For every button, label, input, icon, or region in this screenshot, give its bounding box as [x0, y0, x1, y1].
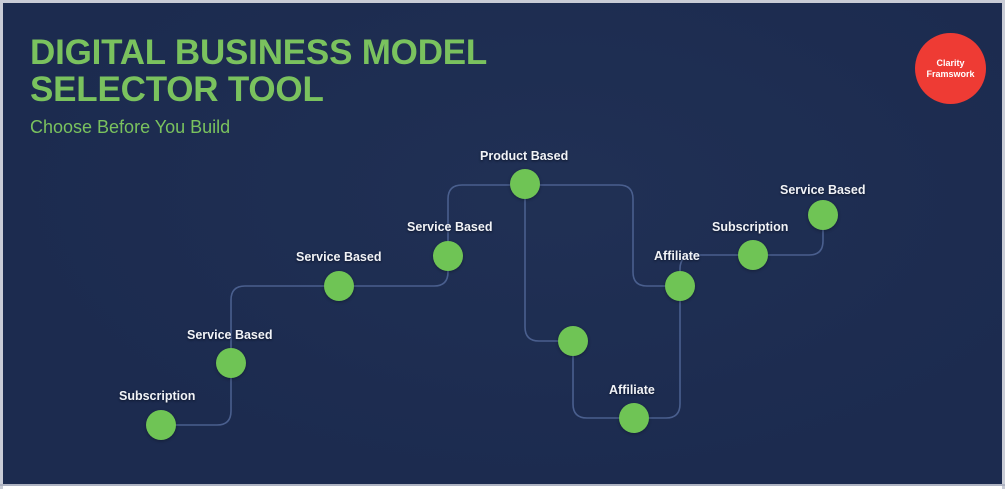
diagram-node-n8[interactable]: [665, 271, 695, 301]
page-title-line-2: SELECTOR TOOL: [30, 70, 324, 109]
badge-line-2: Framswork: [926, 68, 975, 79]
connector-n1-n2: [160, 362, 232, 426]
header-block: DIGITAL BUSINESS MODEL SELECTOR TOOL Cho…: [30, 34, 487, 137]
badge-line-1: Clarity: [936, 57, 965, 68]
connector-n5-n8: [524, 184, 681, 287]
diagram-node-n6[interactable]: [558, 326, 588, 356]
clarity-framework-badge: Clarity Framswork: [915, 33, 986, 104]
frame-edge-top: [0, 0, 1005, 3]
diagram-node-n7[interactable]: [619, 403, 649, 433]
connector-links: [160, 184, 824, 426]
node-label-n8: Affiliate: [654, 249, 700, 263]
diagram-node-n5[interactable]: [510, 169, 540, 199]
connector-n9-n10: [752, 214, 824, 256]
connector-n4-n5: [447, 184, 526, 257]
frame-edge-left: [0, 0, 3, 489]
diagram-node-n9[interactable]: [738, 240, 768, 270]
diagram-node-n4[interactable]: [433, 241, 463, 271]
frame-edge-bottom: [0, 484, 1005, 486]
connector-n5-n6: [524, 198, 574, 342]
slide-canvas: DIGITAL BUSINESS MODEL SELECTOR TOOL Cho…: [3, 3, 1002, 484]
page-subtitle: Choose Before You Build: [30, 117, 231, 137]
diagram-node-n2[interactable]: [216, 348, 246, 378]
connector-n3-n4: [338, 255, 449, 287]
page-title-line-1: DIGITAL BUSINESS MODEL: [30, 33, 488, 72]
diagram-node-n10[interactable]: [808, 200, 838, 230]
node-label-n2: Service Based: [187, 328, 273, 342]
diagram-node-n3[interactable]: [324, 271, 354, 301]
frame-edge-right: [1002, 0, 1005, 489]
node-label-n10: Service Based: [780, 183, 866, 197]
node-label-n9: Subscription: [712, 220, 789, 234]
connector-n6-n7: [572, 355, 635, 419]
node-label-n5: Product Based: [480, 149, 569, 163]
diagram-node-n1[interactable]: [146, 410, 176, 440]
connector-n2-n3: [230, 285, 340, 364]
connector-n8-n9: [679, 254, 754, 287]
node-label-n3: Service Based: [296, 250, 382, 264]
node-label-n7: Affiliate: [609, 383, 655, 397]
node-label-n1: Subscription: [119, 389, 196, 403]
node-label-n4: Service Based: [407, 220, 493, 234]
connector-n8-n7: [633, 300, 681, 419]
